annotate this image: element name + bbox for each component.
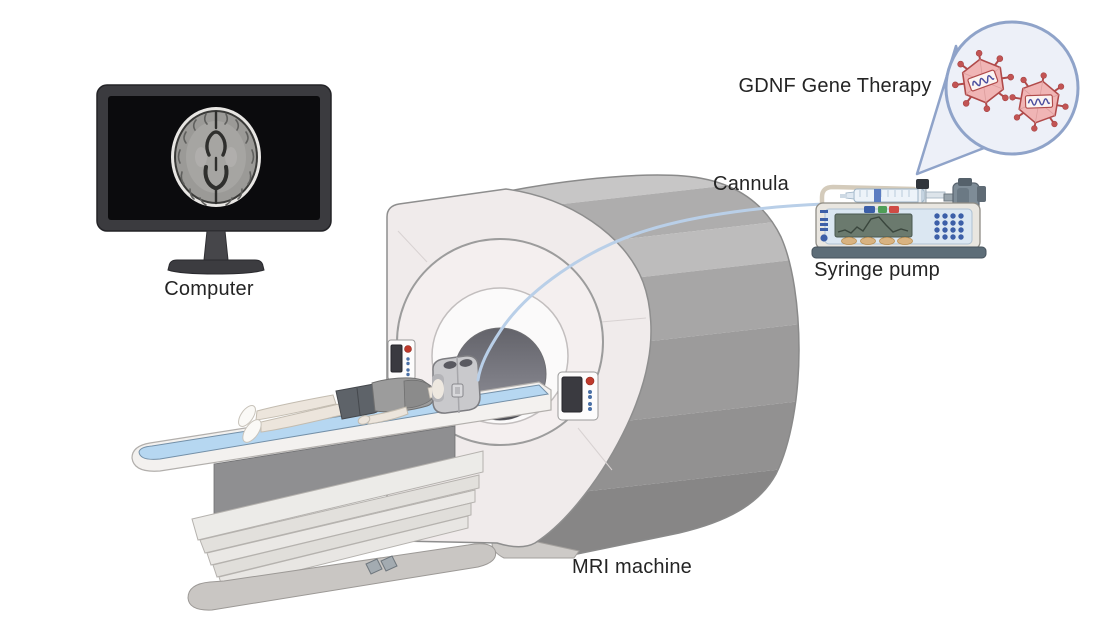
monitor-base: [167, 259, 265, 275]
syringe-fluid-band: [874, 189, 881, 202]
patient-foot-far: [238, 405, 256, 427]
patient: [238, 355, 481, 443]
pump-button-green[interactable]: [878, 206, 887, 213]
emergency-stop-button[interactable]: [404, 345, 412, 353]
pump-left-controls[interactable]: [820, 210, 828, 242]
syringe-bracket: [916, 179, 929, 189]
mri-control-panel-left[interactable]: [387, 339, 416, 381]
pump-handle: [819, 184, 917, 215]
patient-face: [432, 379, 444, 399]
table-pedestal: [191, 450, 484, 590]
head-coil: [432, 355, 481, 414]
pump-keypad[interactable]: [934, 213, 964, 240]
foot-pedals[interactable]: [365, 555, 398, 575]
dna-cassette: [1024, 94, 1054, 109]
cannula-tube: [476, 202, 826, 382]
label-cannula: Cannula: [713, 173, 789, 195]
pedestal-base: [187, 543, 497, 611]
pump-display-waveform: [837, 216, 909, 234]
syringe-barrel: [853, 188, 925, 203]
label-gene-therapy: GDNF Gene Therapy: [738, 75, 932, 97]
brain-sulci: [177, 113, 255, 206]
pump-button-blue[interactable]: [864, 206, 875, 213]
computer-monitor: [96, 84, 332, 275]
patient-arm: [367, 406, 409, 425]
pump-soft-keys[interactable]: [841, 236, 913, 245]
pump-button-red[interactable]: [889, 206, 899, 213]
syringe-tip: [840, 194, 847, 198]
pump-base: [811, 246, 987, 259]
syringe-pump: [811, 178, 987, 259]
mri-body-outline: [467, 174, 800, 555]
label-computer: Computer: [164, 278, 254, 300]
brain-ventricles: [203, 110, 229, 205]
brain-mri-image: [171, 107, 261, 207]
monitor-stand: [203, 230, 229, 261]
patient-hand: [357, 415, 371, 425]
panel-screen: [561, 376, 583, 413]
label-mri-machine: MRI machine: [571, 556, 693, 578]
pump-display: [834, 213, 913, 238]
emergency-stop-button[interactable]: [585, 376, 595, 386]
mri-control-panel-right[interactable]: [557, 371, 599, 421]
dna-cassette: [967, 69, 999, 92]
patient-sleeve: [403, 379, 433, 409]
patient-leg-near: [260, 403, 343, 433]
patient-foot-near: [242, 419, 262, 443]
virus-particle-2: [1009, 72, 1069, 132]
syringe-plunger-rod: [924, 191, 946, 199]
label-syringe-pump: Syringe pump: [814, 259, 940, 281]
magnifier-bubble: [915, 20, 1080, 176]
panel-screen: [390, 344, 403, 373]
virus-particle-1: [952, 50, 1014, 112]
